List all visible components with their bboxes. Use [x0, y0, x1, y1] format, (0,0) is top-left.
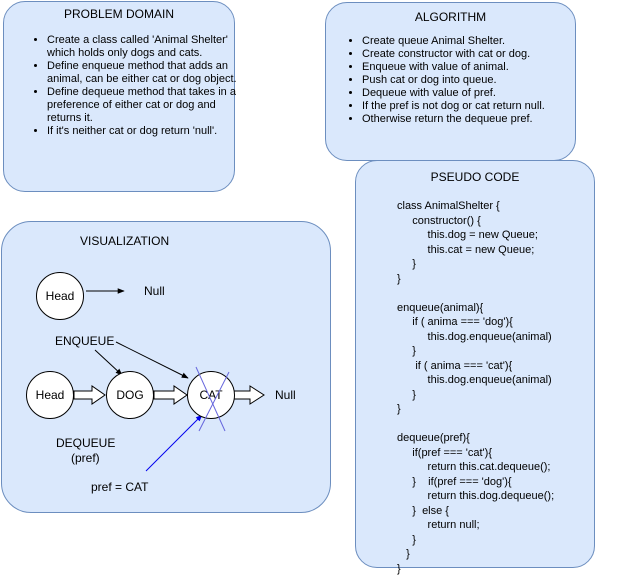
null-label: Null [275, 388, 296, 402]
problem-domain-panel: PROBLEM DOMAIN Create a class called 'An… [3, 1, 237, 192]
list-item: Create a class called 'Animal Shelter' w… [47, 34, 237, 60]
pseudo-code-title: PSEUDO CODE [430, 170, 520, 184]
problem-domain-title: PROBLEM DOMAIN [63, 7, 174, 21]
pref-label: (pref) [71, 451, 100, 465]
pref-value-label: pref = CAT [91, 480, 149, 494]
top-null-label: Null [144, 284, 165, 298]
head-node: Head [26, 371, 74, 419]
visualization-title: VISUALIZATION [80, 234, 170, 248]
list-item: Push cat or dog into queue. [362, 74, 594, 87]
list-item: Define enqueue method that adds an anima… [47, 60, 237, 86]
dequeue-label: DEQUEUE [56, 436, 116, 450]
list-item: Enqueue with value of animal. [362, 61, 594, 74]
dog-node: DOG [106, 371, 154, 419]
top-head-node: Head [36, 272, 84, 320]
list-item: If the pref is not dog or cat return nul… [362, 100, 594, 113]
algorithm-title: ALGORITHM [414, 10, 487, 24]
list-item: Otherwise return the dequeue pref. [362, 113, 594, 126]
visualization-panel [1, 221, 331, 513]
list-item: Create queue Animal Shelter. [362, 35, 594, 48]
list-item: Dequeue with value of pref. [362, 87, 594, 100]
enqueue-label: ENQUEUE [55, 334, 115, 348]
list-item: Create constructor with cat or dog. [362, 48, 594, 61]
list-item: If it's neither cat or dog return 'null'… [47, 125, 237, 138]
list-item: Define dequeue method that takes in a pr… [47, 86, 237, 125]
problem-domain-list: Create a class called 'Animal Shelter' w… [31, 34, 237, 138]
pseudo-code-panel: PSEUDO CODE class AnimalShelter { constr… [355, 160, 595, 575]
pseudo-code-block: class AnimalShelter { constructor() { th… [397, 200, 555, 575]
algorithm-list: Create queue Animal Shelter. Create cons… [346, 35, 594, 126]
algorithm-panel: ALGORITHM Create queue Animal Shelter. C… [325, 2, 576, 161]
cat-node: CAT [187, 371, 235, 419]
